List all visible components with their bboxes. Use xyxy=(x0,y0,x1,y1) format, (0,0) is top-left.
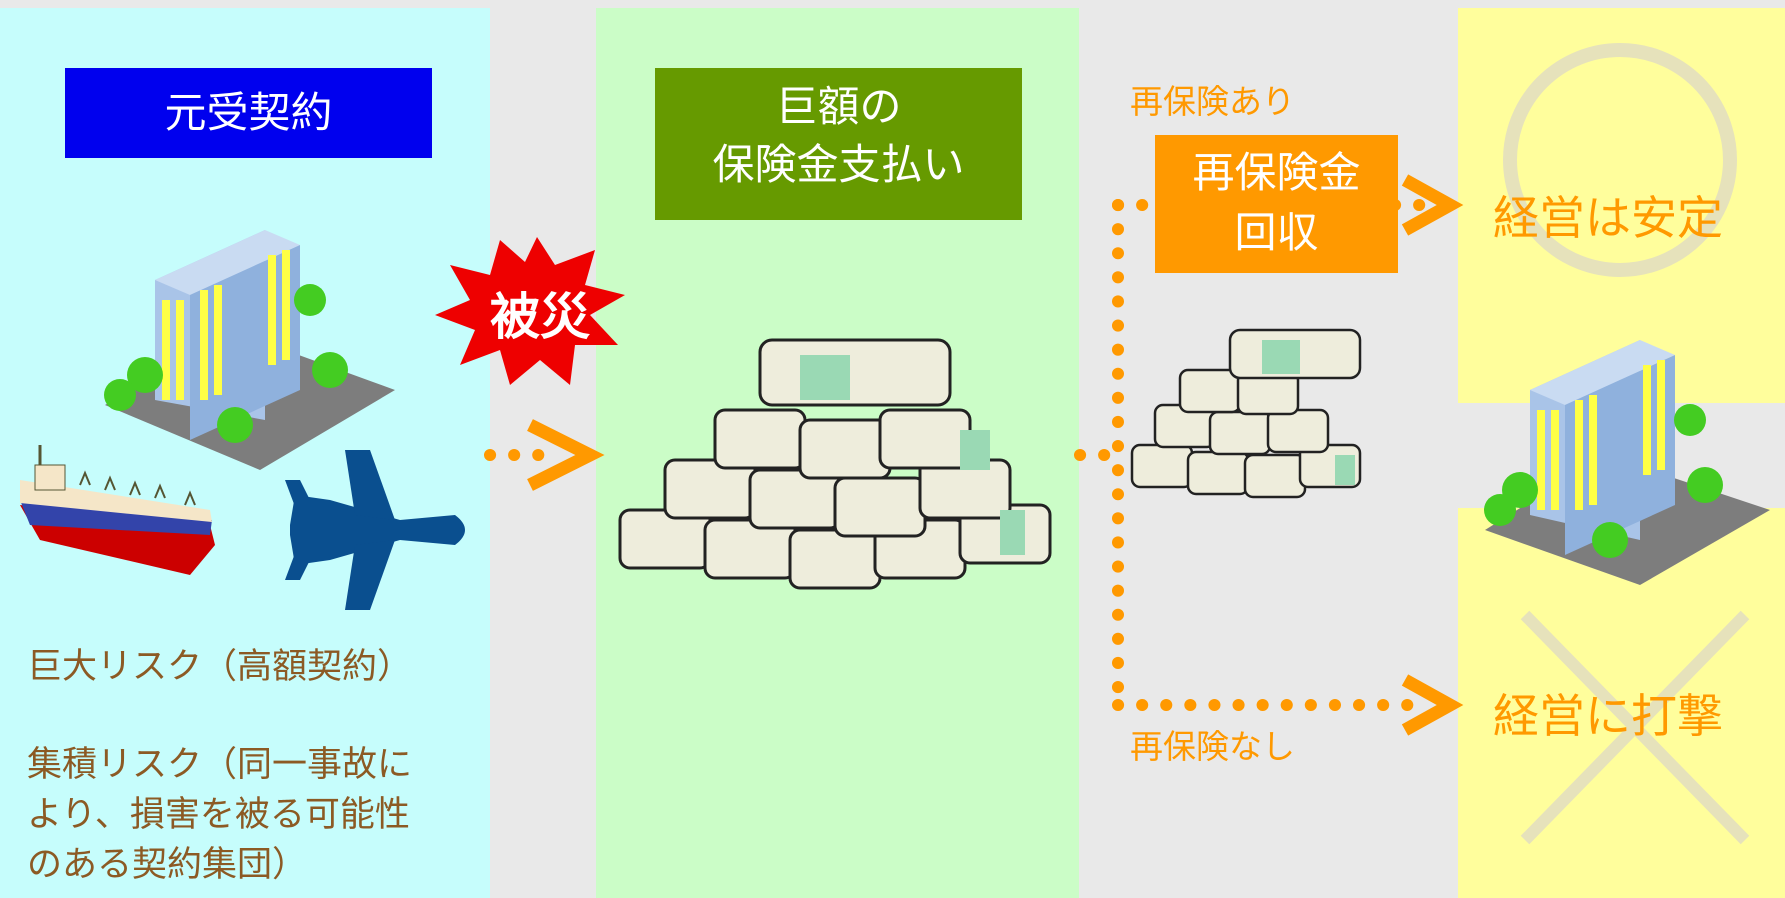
ship-icon xyxy=(20,445,215,575)
accumulation-risk-line: のある契約集団） xyxy=(27,845,308,885)
disaster-burst-icon xyxy=(435,237,625,385)
building-right-icon xyxy=(1484,340,1770,585)
reinsurance-recovery-box: 再保険金 回収 xyxy=(1155,135,1398,273)
original-contract-header: 元受契約 xyxy=(65,68,432,158)
cross-symbol-icon xyxy=(1520,610,1750,845)
stable-outcome-label: 経営は安定 xyxy=(1493,191,1723,245)
reinsurance-recovery-line: 回収 xyxy=(1234,208,1319,257)
branch-connector-icon xyxy=(1074,199,1426,711)
circle-symbol-icon xyxy=(1503,43,1737,277)
huge-risk-label: 巨大リスク（高額契約） xyxy=(27,647,413,687)
money-pile-large-icon xyxy=(618,338,1052,590)
accumulation-risk-line: 集積リスク（同一事故に xyxy=(27,745,413,785)
accumulation-risk-line: より、損害を被る可能性 xyxy=(27,795,410,835)
arrow-to-blow-icon xyxy=(1401,674,1464,736)
large-payment-header: 巨額の 保険金支払い xyxy=(655,68,1022,220)
blow-outcome-label: 経営に打撃 xyxy=(1493,689,1723,743)
disaster-label: 被災 xyxy=(490,288,590,346)
money-pile-small-icon xyxy=(1130,328,1362,499)
arrow-to-payment-icon xyxy=(484,419,605,491)
large-payment-header-line: 保険金支払い xyxy=(712,140,965,189)
with-reinsurance-label: 再保険あり xyxy=(1130,82,1295,121)
large-payment-header-line: 巨額の xyxy=(775,82,902,131)
reinsurance-recovery-line: 再保険金 xyxy=(1192,148,1361,197)
without-reinsurance-label: 再保険なし xyxy=(1130,727,1295,766)
arrow-to-stable-icon xyxy=(1401,174,1464,236)
airplane-icon xyxy=(285,450,465,610)
accumulation-risk-label: 集積リスク（同一事故に より、損害を被る可能性 のある契約集団） xyxy=(27,740,412,890)
building-icon xyxy=(104,230,395,470)
